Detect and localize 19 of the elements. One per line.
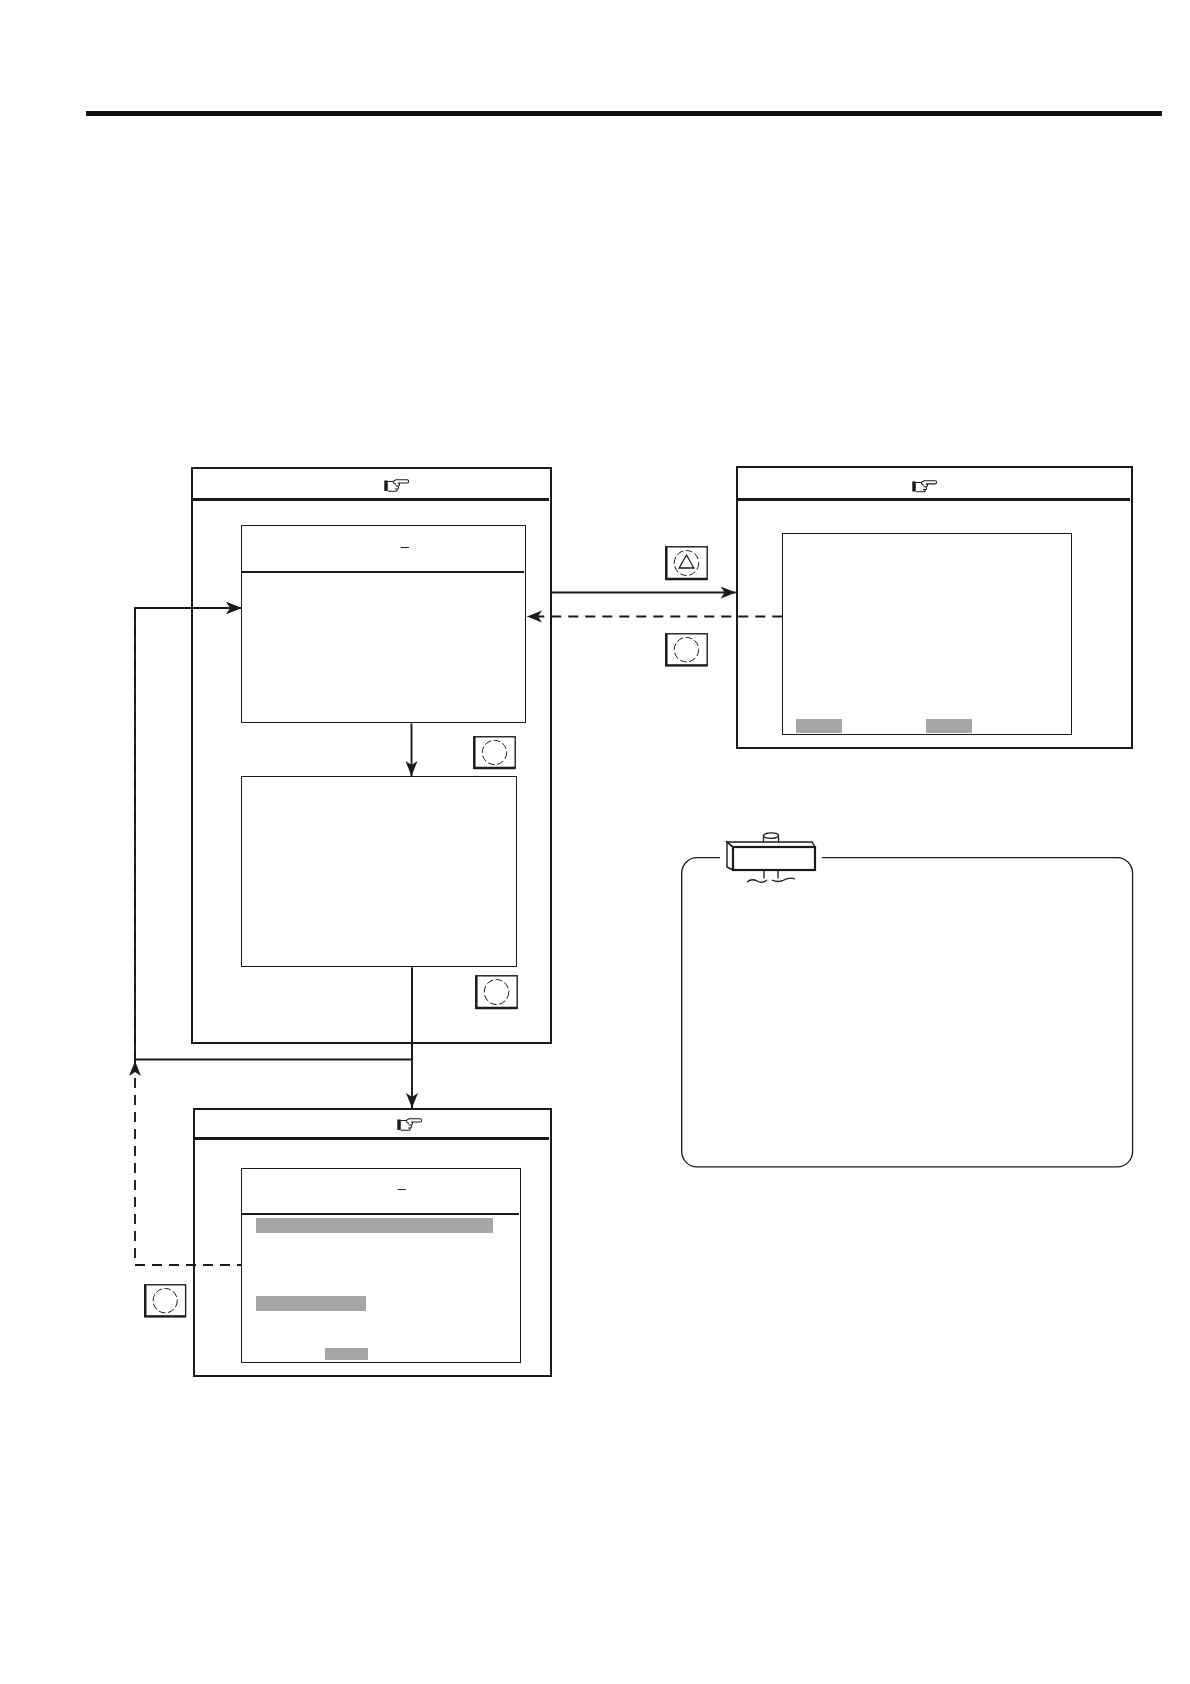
dialog-title: – (400, 537, 410, 553)
dialog-button (795, 719, 842, 733)
dialog-button (925, 719, 972, 733)
screen-frame (193, 1108, 553, 1377)
dialog-box (240, 524, 527, 723)
note-panel (681, 856, 1134, 1168)
dialog-title: – (397, 1179, 406, 1195)
screen-frame (190, 467, 552, 1044)
arrow (405, 722, 418, 777)
selection-bar (256, 1296, 366, 1311)
display-panel (240, 775, 518, 968)
dialog-box (241, 1167, 522, 1363)
dialog-button (325, 1348, 368, 1361)
dashed-arrow (129, 602, 243, 1266)
display-panel (781, 533, 1073, 735)
arrow (550, 586, 737, 599)
selection-bar (256, 1218, 493, 1233)
screen-frame (735, 466, 1133, 749)
dashed-arrow (526, 610, 784, 623)
